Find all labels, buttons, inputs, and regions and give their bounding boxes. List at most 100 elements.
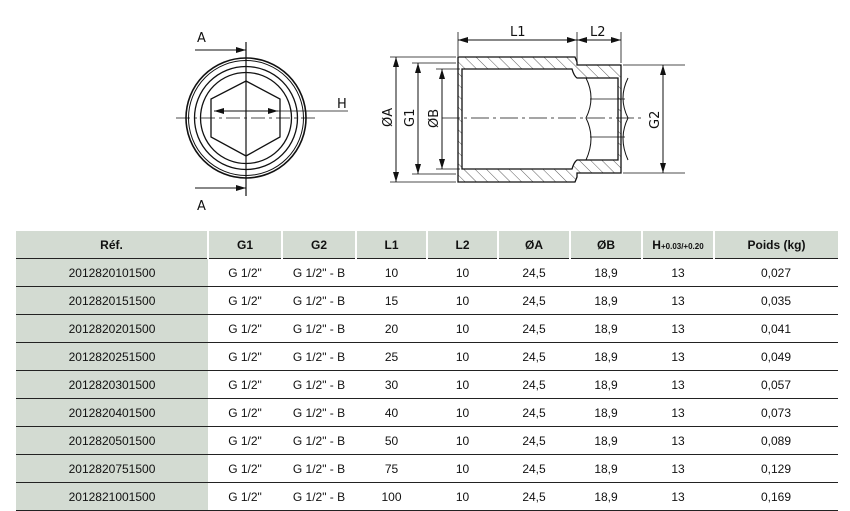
g1-cell: G 1/2" xyxy=(208,286,282,315)
col-header-l2: L2 xyxy=(426,231,498,259)
l2-cell: 10 xyxy=(427,314,498,343)
weight-cell: 0,049 xyxy=(714,342,838,371)
col-header-l1: L1 xyxy=(355,231,427,259)
l2-cell: 10 xyxy=(427,286,498,315)
ref-cell: 2012820751500 xyxy=(16,454,208,483)
weight-cell: 0,041 xyxy=(714,314,838,343)
g2-cell: G 1/2" - B xyxy=(282,370,356,399)
l1-cell: 100 xyxy=(356,482,427,511)
g2-cell: G 1/2" - B xyxy=(282,342,356,371)
dim-label-h: H xyxy=(337,97,347,112)
g2-cell: G 1/2" - B xyxy=(282,398,356,427)
l1-cell: 40 xyxy=(356,398,427,427)
l1-cell: 15 xyxy=(356,286,427,315)
col-header-g2: G2 xyxy=(281,231,356,259)
dia-a-cell: 24,5 xyxy=(498,370,570,399)
g2-cell: G 1/2" - B xyxy=(282,454,356,483)
col-header-h: H+0.03/+0.20 xyxy=(641,231,714,259)
g1-cell: G 1/2" xyxy=(208,398,282,427)
l2-cell: 10 xyxy=(427,370,498,399)
dia-b-cell: 18,9 xyxy=(570,258,642,287)
ref-cell: 2012821001500 xyxy=(16,482,208,511)
col-header-weight: Poids (kg) xyxy=(713,231,838,259)
l1-cell: 25 xyxy=(356,342,427,371)
dia-a-cell: 24,5 xyxy=(498,342,570,371)
ref-cell: 2012820401500 xyxy=(16,398,208,427)
h-cell: 13 xyxy=(642,314,714,343)
weight-cell: 0,027 xyxy=(714,258,838,287)
weight-cell: 0,169 xyxy=(714,482,838,511)
dim-label-dia-b: ØB xyxy=(427,109,442,128)
dia-a-cell: 24,5 xyxy=(498,314,570,343)
front-view xyxy=(176,42,348,196)
ref-cell: 2012820251500 xyxy=(16,342,208,371)
dia-a-cell: 24,5 xyxy=(498,482,570,511)
g2-cell: G 1/2" - B xyxy=(282,314,356,343)
col-header-ref: Réf. xyxy=(16,231,208,259)
dia-a-cell: 24,5 xyxy=(498,398,570,427)
dia-b-cell: 18,9 xyxy=(570,454,642,483)
ref-cell: 2012820101500 xyxy=(16,258,208,287)
weight-cell: 0,073 xyxy=(714,398,838,427)
dia-b-cell: 18,9 xyxy=(570,482,642,511)
l1-cell: 10 xyxy=(356,258,427,287)
h-label: H xyxy=(652,237,661,252)
dia-a-cell: 24,5 xyxy=(498,454,570,483)
g2-cell: G 1/2" - B xyxy=(282,286,356,315)
l2-cell: 10 xyxy=(427,426,498,455)
l1-cell: 50 xyxy=(356,426,427,455)
dia-a-cell: 24,5 xyxy=(498,286,570,315)
h-cell: 13 xyxy=(642,286,714,315)
weight-cell: 0,129 xyxy=(714,454,838,483)
g1-cell: G 1/2" xyxy=(208,370,282,399)
dia-b-cell: 18,9 xyxy=(570,342,642,371)
dim-label-l1: L1 xyxy=(510,25,526,40)
l1-cell: 75 xyxy=(356,454,427,483)
h-tolerance: +0.03/+0.20 xyxy=(660,241,704,251)
h-cell: 13 xyxy=(642,398,714,427)
dia-b-cell: 18,9 xyxy=(570,426,642,455)
l2-cell: 10 xyxy=(427,398,498,427)
dim-label-g2: G2 xyxy=(648,111,663,129)
dia-b-cell: 18,9 xyxy=(570,286,642,315)
g2-cell: G 1/2" - B xyxy=(282,258,356,287)
dia-a-cell: 24,5 xyxy=(498,258,570,287)
col-header-dia-b: ØB xyxy=(569,231,642,259)
ref-cell: 2012820201500 xyxy=(16,314,208,343)
table-header-row: Réf. G1 G2 L1 L2 ØA ØB H+0.03/+0.20 Poid… xyxy=(16,231,838,259)
dimensions-table: Réf. G1 G2 L1 L2 ØA ØB H+0.03/+0.20 Poid… xyxy=(16,231,838,511)
section-label-a-top: A xyxy=(197,31,206,46)
section-label-a-bottom: A xyxy=(197,199,206,214)
weight-cell: 0,089 xyxy=(714,426,838,455)
g2-cell: G 1/2" - B xyxy=(282,482,356,511)
l2-cell: 10 xyxy=(427,482,498,511)
dim-label-g1: G1 xyxy=(403,109,418,127)
dim-label-dia-a: ØA xyxy=(381,108,396,127)
g1-cell: G 1/2" xyxy=(208,314,282,343)
g2-cell: G 1/2" - B xyxy=(282,426,356,455)
dim-label-l2: L2 xyxy=(590,25,606,40)
l1-cell: 20 xyxy=(356,314,427,343)
ref-cell: 2012820301500 xyxy=(16,370,208,399)
ref-cell: 2012820151500 xyxy=(16,286,208,315)
h-cell: 13 xyxy=(642,426,714,455)
dia-b-cell: 18,9 xyxy=(570,370,642,399)
l2-cell: 10 xyxy=(427,342,498,371)
weight-cell: 0,035 xyxy=(714,286,838,315)
ref-cell: 2012820501500 xyxy=(16,426,208,455)
h-cell: 13 xyxy=(642,370,714,399)
g1-cell: G 1/2" xyxy=(208,426,282,455)
dia-b-cell: 18,9 xyxy=(570,398,642,427)
h-cell: 13 xyxy=(642,454,714,483)
g1-cell: G 1/2" xyxy=(208,342,282,371)
dia-a-cell: 24,5 xyxy=(498,426,570,455)
